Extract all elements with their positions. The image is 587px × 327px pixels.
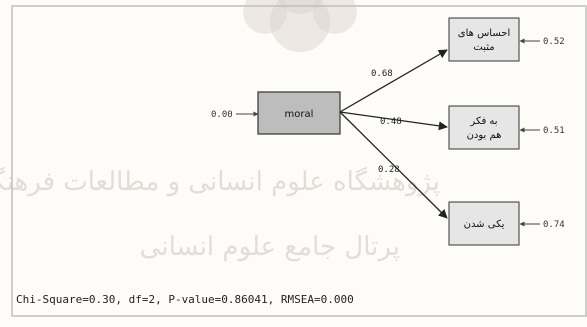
- indicator-label-2b: هم بودن: [467, 130, 502, 141]
- indicator-box-1: [448, 17, 520, 62]
- latent-box: [257, 91, 341, 135]
- indicator-box-2: [448, 105, 520, 150]
- path-arrow-3: [339, 111, 448, 219]
- path-arrow-1: [339, 49, 448, 113]
- indicator-label-2a: به فکر: [469, 116, 497, 127]
- fit-statistics: Chi-Square=0.30, df=2, P-value=0.86041, …: [16, 293, 354, 306]
- error-value-2: 0.51: [543, 126, 565, 136]
- indicator-label-3a: یکی شدن: [464, 219, 505, 230]
- watermark-emblem: [243, 0, 357, 52]
- indicator-label-1b: مثبت: [473, 42, 494, 53]
- coef-value-3: 0.28: [378, 165, 400, 175]
- diagram-frame: [11, 5, 587, 317]
- watermark-line1: پژوهشگاه علوم انسانی و مطالعات فرهنگی: [0, 166, 440, 197]
- coef-value-2: 0.48: [380, 117, 402, 127]
- indicator-box-3: [448, 201, 520, 246]
- error-value-3: 0.74: [543, 220, 565, 230]
- error-value-1: 0.52: [543, 37, 565, 47]
- coef-value-1: 0.68: [371, 69, 393, 79]
- path-arrow-2: [339, 111, 448, 131]
- indicator-label-1a: احساس های: [458, 28, 510, 39]
- latent-error-value: 0.00: [211, 110, 233, 120]
- watermark-line2: پرتال جامع علوم انسانی: [140, 232, 400, 262]
- latent-label: moral: [285, 109, 314, 120]
